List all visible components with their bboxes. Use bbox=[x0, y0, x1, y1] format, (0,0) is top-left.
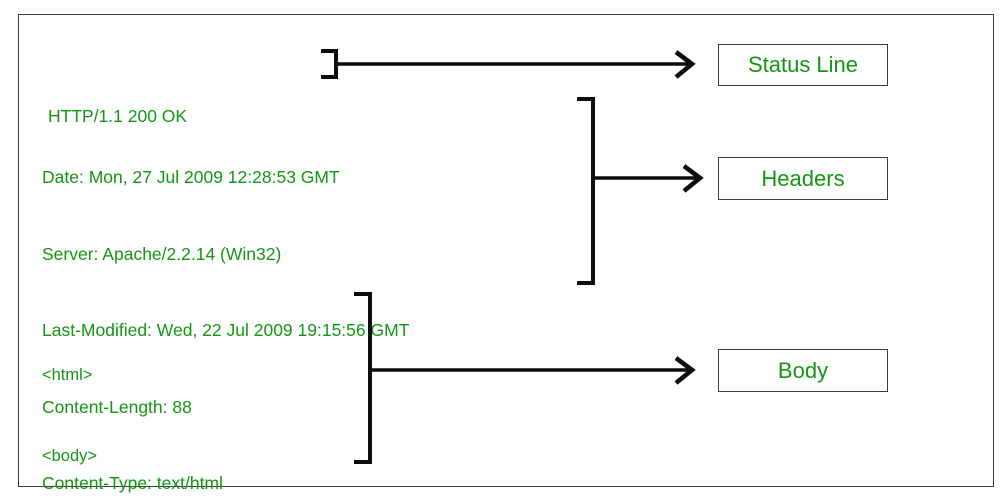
header-row-server: Server: Apache/2.2.14 (Win32) bbox=[42, 243, 282, 264]
label-box-headers[interactable]: Headers bbox=[718, 157, 888, 200]
diagram-frame bbox=[18, 14, 994, 487]
body-text: <html> <body> <h1>Hello, World!</h1> </b… bbox=[42, 308, 216, 499]
body-row-html-open: <html> bbox=[42, 366, 93, 384]
header-row-last-modified: Last-Modified: Wed, 22 Jul 2009 19:15:56… bbox=[42, 320, 410, 340]
label-box-body[interactable]: Body bbox=[718, 349, 888, 392]
label-box-status-line-text: Status Line bbox=[747, 52, 859, 77]
label-box-headers-text: Headers bbox=[761, 165, 845, 191]
label-box-status-line[interactable]: Status Line bbox=[718, 44, 888, 86]
label-box-body-text: Body bbox=[777, 357, 829, 383]
status-line-row: HTTP/1.1 200 OK bbox=[48, 106, 188, 126]
header-row-date: Date: Mon, 27 Jul 2009 12:28:53 GMT bbox=[42, 167, 340, 187]
header-row-content-type: Content-Type: text/html bbox=[42, 473, 223, 493]
header-row-content-length: Content-Length: 88 bbox=[42, 396, 192, 417]
body-row-body-open: <body> bbox=[42, 447, 98, 465]
headers-text: Date: Mon, 27 Jul 2009 12:28:53 GMT Serv… bbox=[42, 114, 409, 499]
status-line-text: HTTP/1.1 200 OK bbox=[48, 54, 187, 179]
